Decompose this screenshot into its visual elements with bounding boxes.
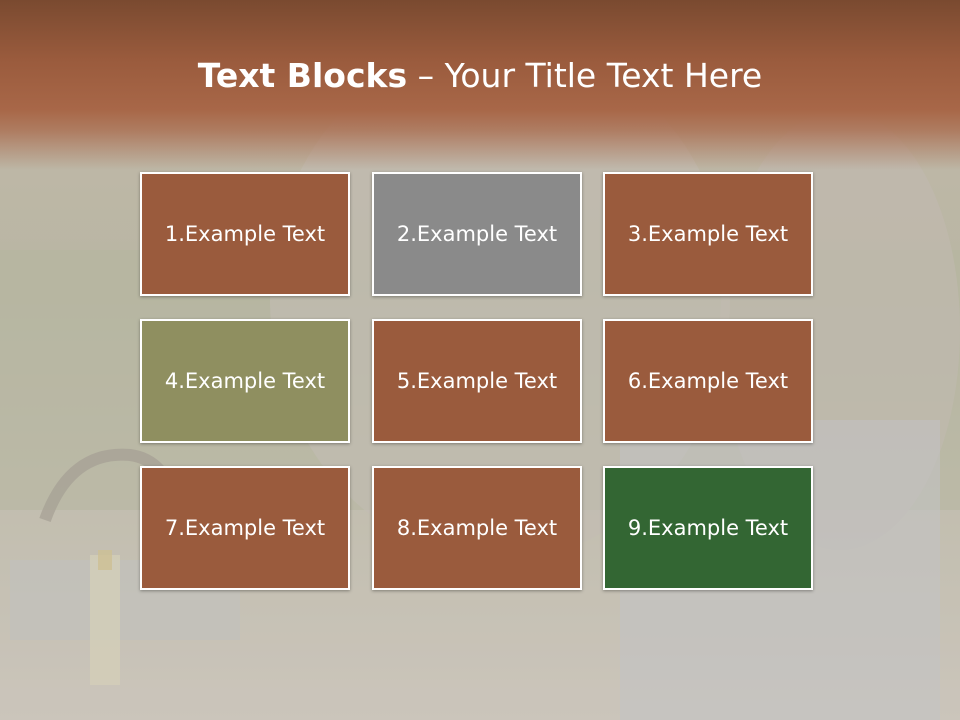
text-block-3[interactable]: 3.Example Text [603, 172, 813, 296]
header-band [0, 0, 960, 170]
text-block-9[interactable]: 9.Example Text [603, 466, 813, 590]
title-rest: Your Title Text Here [444, 56, 763, 95]
text-block-label: 2.Example Text [396, 222, 558, 246]
text-block-5[interactable]: 5.Example Text [372, 319, 582, 443]
title-bold-part: Text Blocks [197, 56, 408, 95]
text-block-2[interactable]: 2.Example Text [372, 172, 582, 296]
text-block-6[interactable]: 6.Example Text [603, 319, 813, 443]
text-block-4[interactable]: 4.Example Text [140, 319, 350, 443]
text-block-label: 3.Example Text [627, 222, 789, 246]
text-block-1[interactable]: 1.Example Text [140, 172, 350, 296]
text-block-label: 5.Example Text [396, 369, 558, 393]
text-block-7[interactable]: 7.Example Text [140, 466, 350, 590]
text-block-label: 6.Example Text [627, 369, 789, 393]
text-block-label: 7.Example Text [164, 516, 326, 540]
text-block-8[interactable]: 8.Example Text [372, 466, 582, 590]
slide-title: Text Blocks – Your Title Text Here [0, 56, 960, 96]
text-block-label: 4.Example Text [164, 369, 326, 393]
title-dash: – [407, 56, 445, 95]
text-block-label: 8.Example Text [396, 516, 558, 540]
text-block-label: 9.Example Text [627, 516, 789, 540]
text-block-label: 1.Example Text [164, 222, 326, 246]
